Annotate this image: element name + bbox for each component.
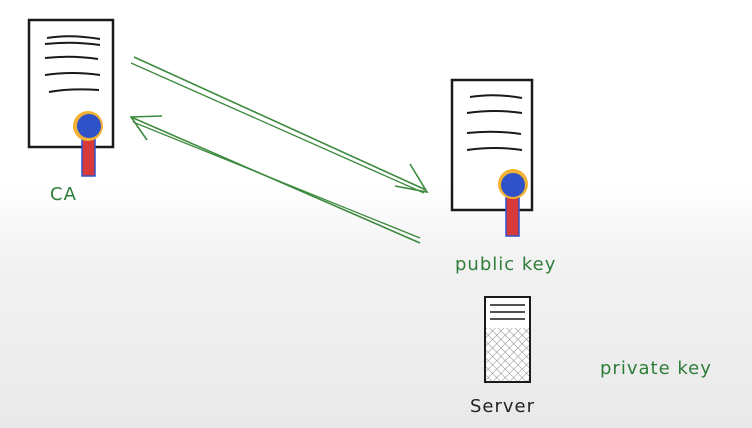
server-certificate-seal-icon: [498, 169, 528, 237]
server-label: Server: [470, 396, 536, 417]
ca-seal-icon: [73, 111, 103, 177]
public-key-label: public key: [455, 254, 557, 275]
arrow-ca-to-server: [130, 56, 429, 194]
ca-certificate-icon: [27, 18, 115, 177]
server-certificate-icon: [450, 78, 534, 237]
arrow-server-to-ca: [129, 115, 421, 244]
private-key-label: private key: [600, 358, 712, 379]
server-icon: [484, 296, 531, 383]
ca-label: CA: [50, 184, 77, 205]
